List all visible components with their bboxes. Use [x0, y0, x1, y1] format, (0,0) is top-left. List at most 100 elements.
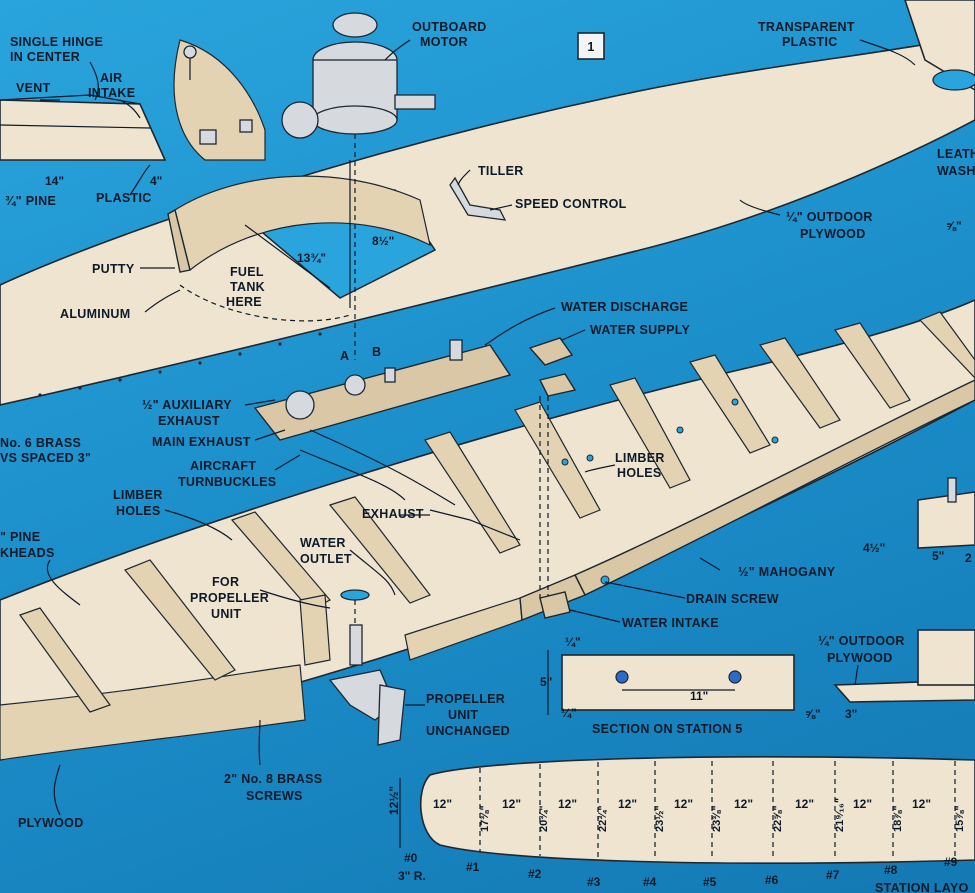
- label-water-supply: WATER SUPPLY: [590, 323, 691, 337]
- dim-4: 4": [150, 174, 162, 188]
- dim-3r: 3" R.: [398, 869, 426, 883]
- station-depth-2: 20¾": [538, 805, 550, 832]
- label-limber-right-2: HOLES: [617, 466, 662, 480]
- engine-mount-plate: [253, 339, 512, 441]
- label-limber-left-1: LIMBER: [113, 488, 163, 502]
- label-station-layout: STATION LAYO: [875, 881, 969, 893]
- label-fuel-2: TANK: [230, 280, 265, 294]
- label-outdoor-plywood-top-2: PLYWOOD: [800, 227, 866, 241]
- label-leather-1: LEATH: [937, 147, 975, 161]
- label-fuel-3: HERE: [226, 295, 262, 309]
- label-plywood-right-2: PLYWOOD: [827, 651, 893, 665]
- bulkheads: [19, 311, 975, 713]
- label-a: A: [340, 349, 349, 363]
- label-for-prop-1: FOR: [212, 575, 239, 589]
- label-air-intake-2: INTAKE: [88, 86, 135, 100]
- dim-4-5: 4½": [863, 541, 885, 555]
- dim-quarter-bottom: ¼": [561, 706, 577, 720]
- dim-8-5: 8½": [372, 234, 394, 248]
- fuel-tank-dashed: [179, 284, 351, 322]
- propeller-unit-drawing: [328, 589, 406, 746]
- station-number-4: #4: [643, 875, 657, 889]
- label-water-outlet-2: OUTLET: [300, 552, 352, 566]
- plastic-hole: [932, 69, 975, 91]
- outboard-motor-drawing: [281, 12, 436, 360]
- station-number-9: #9: [944, 855, 958, 869]
- label-speed-control: SPEED CONTROL: [515, 197, 627, 211]
- label-for-prop-3: UNIT: [211, 607, 241, 621]
- station-depth-8: 18⅞": [892, 805, 904, 832]
- label-plywood-right-1: ¼" OUTDOOR: [818, 634, 905, 648]
- label-putty: PUTTY: [92, 262, 135, 276]
- label-outboard-1: OUTBOARD: [412, 20, 487, 34]
- station-width-5: 12": [674, 797, 693, 811]
- label-drain-screw: DRAIN SCREW: [686, 592, 779, 606]
- station-numbers: #0 #1 #2 #3 #4 #5 #6 #7 #8 #9: [404, 851, 958, 889]
- cockpit-coaming: [174, 175, 431, 272]
- label-aux-exhaust-2: EXHAUST: [158, 414, 220, 428]
- station-depth-6: 22⅝": [772, 805, 784, 832]
- station-number-0: #0: [404, 851, 418, 865]
- label-section-station5: SECTION ON STATION 5: [592, 722, 743, 736]
- label-pine-bulkheads-2: KHEADS: [0, 546, 55, 560]
- label-water-intake: WATER INTAKE: [622, 616, 719, 630]
- label-exhaust: EXHAUST: [362, 507, 424, 521]
- label-mahogany: ½" MAHOGANY: [738, 565, 836, 579]
- station-number-6: #6: [765, 873, 779, 887]
- label-pine-3-4: ¾" PINE: [5, 194, 56, 208]
- label-prop-unchanged-3: UNCHANGED: [426, 724, 510, 738]
- station-width-4: 12": [618, 797, 637, 811]
- station-number-8: #8: [884, 863, 898, 877]
- station-number-2: #2: [528, 867, 542, 881]
- label-transparent-2: PLASTIC: [782, 35, 838, 49]
- dim-quarter-top: ¼": [565, 635, 581, 649]
- label-turnbuckles-2: TURNBUCKLES: [178, 475, 276, 489]
- label-aluminum: ALUMINUM: [60, 307, 130, 321]
- station-width-1: 12": [433, 797, 452, 811]
- hatch-cover: [0, 99, 167, 161]
- dim-5-8-top: ⅝": [946, 219, 962, 233]
- station-depths: 17⅜" 20¾" 22¾" 23½" 23⅜" 22⅝" 21⁹⁄₁₆" 18…: [479, 798, 966, 832]
- label-single-hinge-2: IN CENTER: [10, 50, 80, 64]
- label-brass-top-2: VS SPACED 3": [0, 451, 91, 465]
- station-depth-4: 23½": [654, 805, 666, 832]
- coaming-edge: [167, 208, 191, 273]
- station-number-1: #1: [466, 860, 480, 874]
- dim-14: 14": [45, 174, 64, 188]
- dim-5: 5": [540, 675, 552, 689]
- station-depth-3: 22¾": [597, 805, 609, 832]
- station-depth-7: 21⁹⁄₁₆": [834, 798, 846, 832]
- station-depth-9: 15⅞": [954, 805, 966, 832]
- station-number-3: #3: [587, 875, 601, 889]
- label-limber-left-2: HOLES: [116, 504, 161, 518]
- label-prop-unchanged-1: PROPELLER: [426, 692, 505, 706]
- station-number-5: #5: [703, 875, 717, 889]
- label-brass-bottom-2: SCREWS: [246, 789, 303, 803]
- station-depth-1: 17⅜": [479, 805, 491, 832]
- label-b: B: [372, 345, 381, 359]
- label-single-hinge-1: SINGLE HINGE: [10, 35, 103, 49]
- label-aux-exhaust-1: ½" AUXILIARY: [142, 398, 232, 412]
- label-tiller: TILLER: [478, 164, 524, 178]
- station-width-3: 12": [558, 797, 577, 811]
- label-air-intake-1: AIR: [100, 71, 122, 85]
- label-prop-unchanged-2: UNIT: [448, 708, 478, 722]
- label-water-discharge: WATER DISCHARGE: [561, 300, 688, 314]
- label-vent: VENT: [16, 81, 51, 95]
- transparent-plastic-panel: [904, 0, 975, 91]
- label-leather-2: WASH: [937, 164, 975, 178]
- dim-11: 11": [690, 689, 708, 703]
- leader-lines: [40, 39, 916, 816]
- section-station5-panel: [561, 654, 795, 711]
- figure-number: 1: [587, 40, 594, 54]
- station-width-6: 12": [734, 797, 753, 811]
- label-outboard-2: MOTOR: [420, 35, 468, 49]
- label-brass-bottom-1: 2" No. 8 BRASS: [224, 772, 322, 786]
- deck-screw-dots: [38, 332, 322, 397]
- stern-transom: [299, 594, 331, 666]
- label-plastic: PLASTIC: [96, 191, 152, 205]
- label-main-exhaust: MAIN EXHAUST: [152, 435, 251, 449]
- label-outdoor-plywood-top-1: ¼" OUTDOOR: [786, 210, 873, 224]
